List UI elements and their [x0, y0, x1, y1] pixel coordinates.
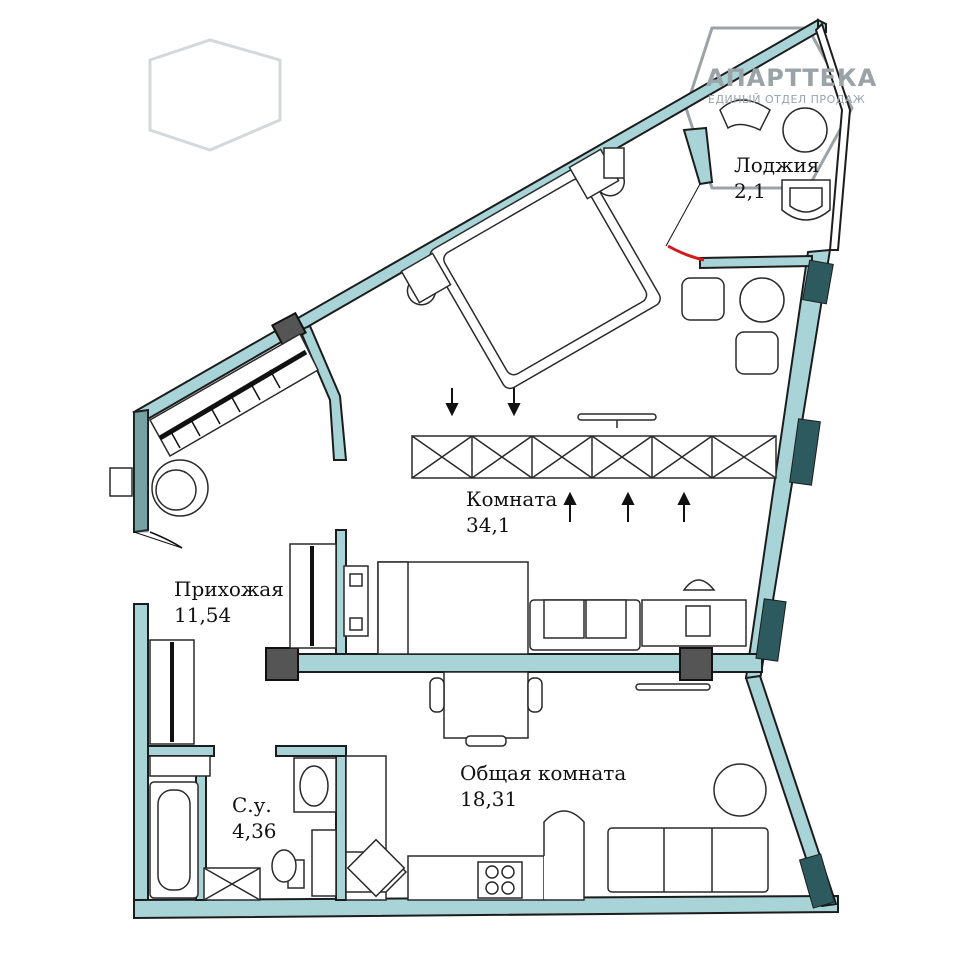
storage-shelf-icon	[411, 435, 777, 479]
room-name: Прихожая	[174, 577, 284, 601]
exterior-walls	[132, 18, 852, 920]
sink-icon	[293, 757, 337, 813]
watermark-logo	[148, 38, 282, 152]
furniture	[109, 99, 831, 901]
room-area: 4,36	[232, 819, 277, 843]
bathtub-icon	[149, 781, 199, 899]
brand-logo-title: АПАРТТЕКА	[706, 64, 878, 92]
room-label-loggia: Лоджия 2,1	[734, 152, 819, 204]
bed-icon	[406, 164, 661, 390]
window-frames	[133, 259, 836, 909]
toilet-icon	[271, 849, 305, 889]
room-area: 18,31	[460, 787, 518, 811]
room-label-common: Общая комната 18,31	[460, 760, 626, 812]
room-area: 34,1	[466, 513, 511, 537]
room-name: Общая комната	[460, 761, 627, 785]
room-name: Комната	[466, 487, 558, 511]
room-name: Лоджия	[734, 153, 820, 177]
door-swings	[133, 183, 705, 549]
room-label-room: Комната 34,1	[466, 486, 557, 538]
wardrobe-icon	[148, 332, 319, 458]
arrow-icons	[445, 388, 691, 522]
room-name: С.у.	[232, 793, 272, 817]
room-label-bathroom: С.у. 4,36	[232, 792, 277, 844]
stove-icon	[477, 861, 523, 899]
room-area: 11,54	[174, 603, 232, 627]
brand-logo-tagline: ЕДИНЫЙ ОТДЕЛ ПРОДАЖ	[708, 93, 866, 106]
room-area: 2,1	[734, 179, 766, 203]
structural-columns	[265, 311, 713, 681]
room-label-hallway: Прихожая 11,54	[174, 576, 284, 628]
